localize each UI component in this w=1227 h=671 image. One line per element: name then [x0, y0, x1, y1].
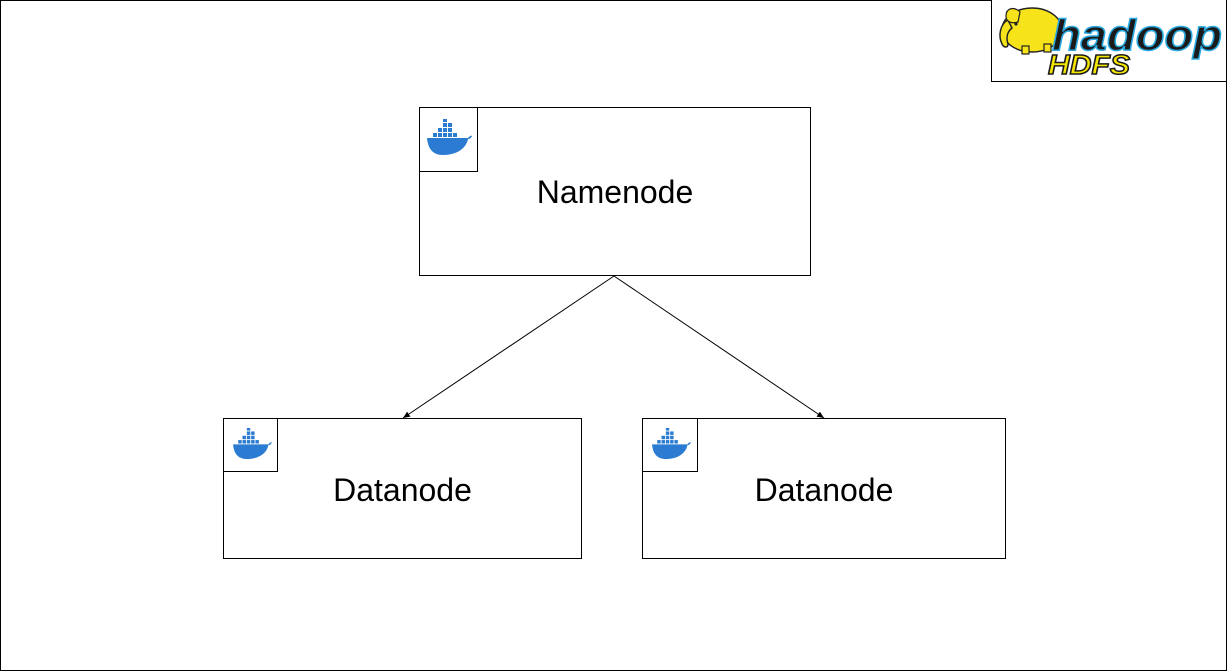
docker-whale-icon — [419, 107, 478, 172]
elephant-icon — [999, 7, 1063, 55]
namenode-label: Namenode — [536, 174, 694, 210]
datanode-left-box[interactable]: Datanode — [223, 418, 582, 559]
logo-hdfs-text: HDFS — [1048, 49, 1130, 80]
docker-whale-icon — [642, 418, 698, 472]
hadoop-hdfs-logo: hadoop HDFS — [991, 0, 1226, 82]
datanode-right-box[interactable]: Datanode — [642, 418, 1006, 559]
datanode-left-label: Datanode — [333, 472, 472, 508]
logo-hadoop-text: hadoop — [1052, 11, 1222, 60]
docker-whale-icon — [223, 418, 278, 472]
datanode-right-label: Datanode — [754, 472, 894, 508]
namenode-box[interactable]: Namenode — [419, 107, 811, 276]
hadoop-elephant-logo-icon: hadoop HDFS — [999, 7, 1223, 81]
